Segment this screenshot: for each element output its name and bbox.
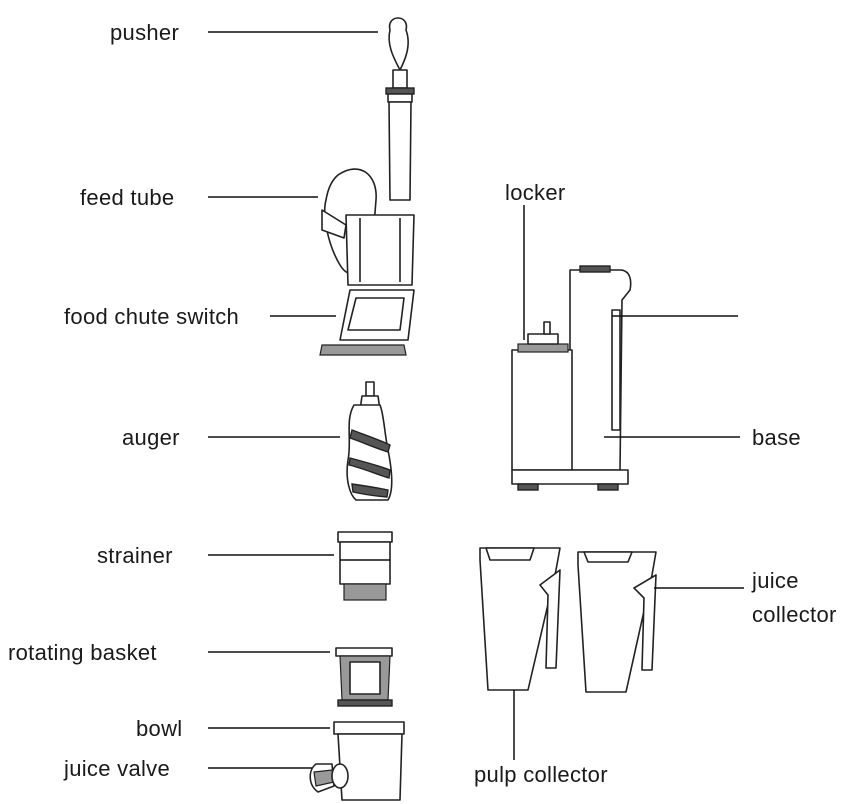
label-juice-collector-line2: collector bbox=[752, 602, 837, 627]
label-rotating-basket: rotating basket bbox=[8, 640, 157, 665]
juice-collector-part bbox=[578, 552, 656, 692]
label-auger: auger bbox=[122, 425, 180, 450]
pulp-collector-part bbox=[480, 548, 560, 690]
label-feed-tube: feed tube bbox=[80, 185, 174, 210]
juice-valve-part bbox=[310, 764, 348, 792]
label-bowl: bowl bbox=[136, 716, 182, 741]
label-pulp-collector: pulp collector bbox=[474, 762, 608, 787]
label-locker: locker bbox=[505, 180, 566, 205]
bowl-part bbox=[334, 722, 404, 800]
strainer-part bbox=[338, 532, 392, 600]
pusher-part bbox=[386, 18, 414, 200]
rotating-basket-part bbox=[336, 648, 392, 706]
label-food-chute-switch: food chute switch bbox=[64, 304, 239, 329]
label-pusher: pusher bbox=[110, 20, 179, 45]
label-strainer: strainer bbox=[97, 543, 173, 568]
base-part bbox=[512, 266, 631, 490]
label-juice-valve: juice valve bbox=[63, 756, 170, 781]
label-juice-collector-line1: juice bbox=[751, 568, 799, 593]
auger-part bbox=[347, 382, 392, 500]
label-base: base bbox=[752, 425, 801, 450]
